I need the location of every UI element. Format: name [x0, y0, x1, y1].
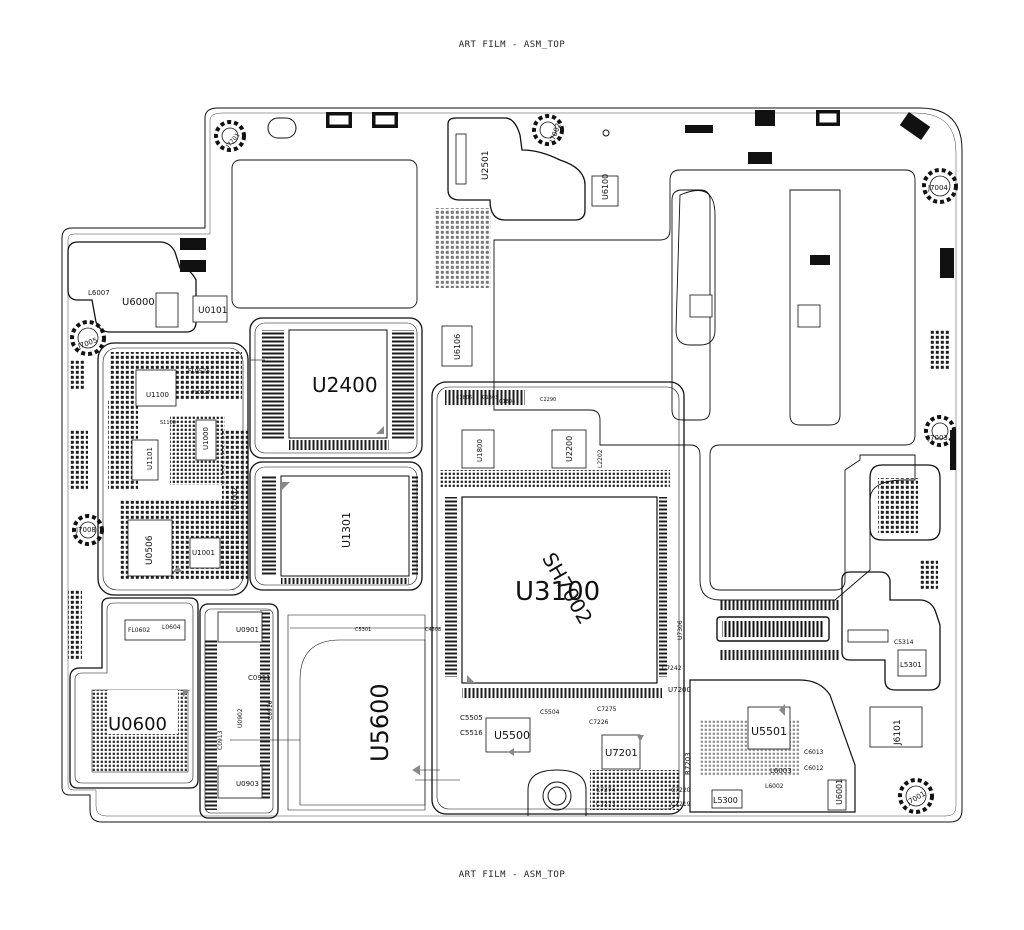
label-l6007: L6007: [88, 289, 110, 297]
label-c7242: C7242: [662, 665, 682, 672]
shield-outlines: [231, 159, 916, 601]
label-c7275: C7275: [597, 706, 617, 713]
bga-chips: [91, 329, 658, 773]
label-u2200: U2200: [565, 436, 574, 462]
label-u2400: U2400: [312, 373, 378, 397]
label-u6100: U6100: [601, 174, 610, 200]
label-c6013: C6013: [804, 749, 824, 756]
label-j7004: J7004: [927, 184, 948, 192]
label-u7306: U7306: [677, 620, 684, 640]
label-j7701: J7701: [224, 132, 241, 150]
label-c5505: C5505: [460, 714, 483, 722]
label-u0600: U0600: [108, 714, 167, 735]
label-u5500: U5500: [494, 729, 530, 742]
shield-cans: [67, 117, 941, 819]
label-c0913: C0913: [217, 730, 224, 750]
mounting-holes: [267, 117, 610, 816]
label-u1100: U1100: [146, 391, 169, 399]
label-c5314: C5314: [894, 639, 914, 646]
label-u5501: U5501: [751, 725, 787, 738]
label-u6106: U6106: [453, 334, 462, 360]
label-u6000: U6000: [122, 297, 155, 308]
label-u6001: U6001: [835, 779, 844, 805]
label-c1804: C1804: [499, 399, 515, 405]
label-u3100: U3100: [515, 577, 600, 607]
label-u1000: U1000: [202, 427, 210, 450]
label-c5504: C5504: [540, 709, 560, 716]
component-outlines: [124, 133, 927, 811]
pin1-markers: [173, 426, 785, 775]
label-u2002: U2002: [231, 487, 239, 510]
label-fl0602: FL0602: [128, 627, 150, 634]
page-title-bottom: ART FILM - ASM_TOP: [458, 870, 566, 880]
label-l5301: L5301: [900, 661, 922, 669]
label-u7201: U7201: [605, 748, 638, 759]
label-u1301: U1301: [340, 512, 353, 548]
label-j7005: J7005: [76, 336, 98, 351]
page-title-top: ART FILM - ASM_TOP: [458, 40, 566, 50]
label-l2202: L2202: [597, 449, 604, 468]
label-l5300: L5300: [713, 796, 738, 805]
label-fl0525: FL0525: [188, 368, 210, 375]
label-c2290: C2290: [540, 397, 556, 403]
label-c7220: C7220: [671, 787, 691, 794]
label-l6002: L6002: [765, 783, 784, 790]
label-j7008: J7008: [75, 526, 96, 534]
label-u0101: U0101: [198, 306, 228, 316]
label-c7226: C7226: [589, 719, 609, 726]
label-c5301: C5301: [355, 627, 371, 633]
label-u7200: U7200: [668, 686, 691, 694]
spring-contacts: [70, 114, 958, 814]
label-u1101: U1101: [146, 447, 154, 470]
label-j7003: J7003: [927, 434, 948, 442]
board-outline: [61, 107, 963, 823]
label-j6101: J6101: [893, 719, 903, 746]
label-u0901: U0901: [236, 626, 259, 634]
btb-connector: [716, 616, 830, 642]
label-c4508: C4508: [425, 627, 441, 633]
label-u0903: U0903: [236, 780, 259, 788]
label-c0916: C0916: [267, 700, 274, 720]
label-c7274: C7274: [596, 787, 616, 794]
label-fl0527: FL0527: [192, 390, 210, 396]
label-c0911: C0911: [248, 674, 271, 682]
label-l0604: L0604: [162, 624, 181, 631]
label-c7219: C7219: [671, 801, 691, 808]
label-c5516: C5516: [460, 729, 483, 737]
label-u1800: U1800: [476, 439, 484, 462]
label-u1001: U1001: [192, 549, 215, 557]
label-j7001: J7001: [905, 790, 927, 807]
label-c1803: C1803: [482, 395, 498, 401]
label-u0902: U0902: [237, 708, 244, 728]
label-u5600: U5600: [366, 683, 394, 762]
label-c1806: C1806: [456, 395, 472, 401]
label-s1100: S1100: [160, 420, 176, 426]
label-u2501: U2501: [481, 151, 491, 181]
label-c7273: C7273: [596, 801, 616, 808]
label-r7203: R7203: [684, 752, 692, 775]
label-l6003: L6003: [770, 767, 792, 775]
label-c6012: C6012: [804, 765, 824, 772]
label-u0506: U0506: [145, 535, 155, 565]
